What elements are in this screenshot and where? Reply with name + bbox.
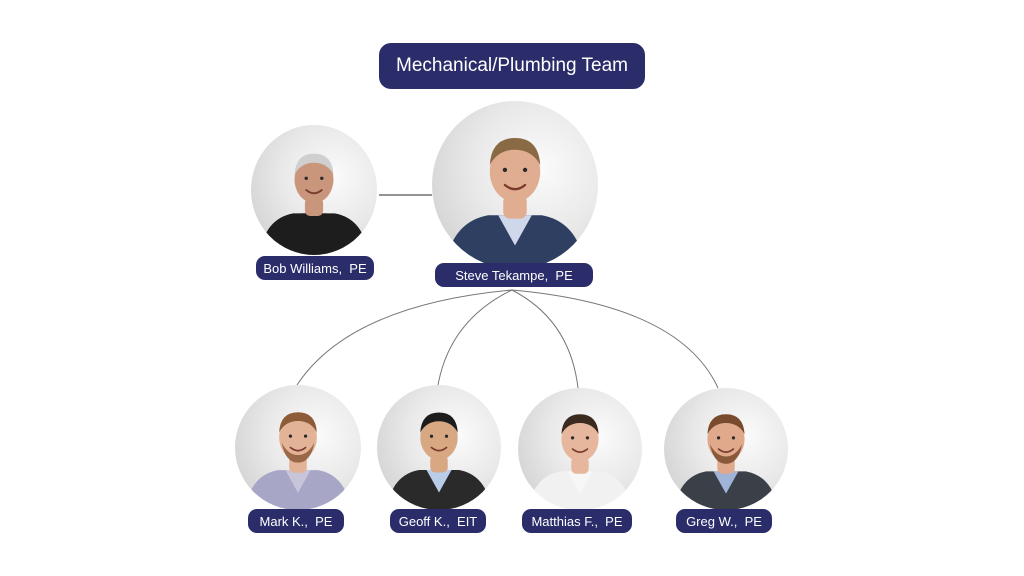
- right-eye: [731, 436, 736, 440]
- hair: [279, 412, 317, 433]
- right-eye: [585, 436, 590, 440]
- person-silhouette: [386, 412, 492, 510]
- person-silhouette: [444, 137, 586, 269]
- left-eye: [716, 436, 721, 440]
- collar: [426, 470, 452, 493]
- branch-line-geoff: [437, 289, 513, 386]
- portrait-photo: [432, 101, 598, 269]
- head: [707, 416, 745, 462]
- hair: [707, 414, 745, 435]
- smile: [305, 189, 323, 195]
- collar: [713, 471, 739, 494]
- name-label: Greg W., PE: [676, 509, 772, 533]
- person-silhouette: [674, 414, 778, 510]
- collar: [567, 471, 593, 494]
- right-eye: [320, 176, 324, 180]
- smile: [571, 448, 589, 453]
- team-title: Mechanical/Plumbing Team: [379, 43, 645, 89]
- right-eye: [444, 434, 449, 438]
- portrait-photo: [235, 385, 361, 510]
- portrait-photo: [377, 385, 501, 510]
- smile: [717, 448, 735, 453]
- beard: [709, 444, 743, 464]
- person-silhouette: [528, 414, 632, 510]
- head: [489, 141, 541, 202]
- left-eye: [502, 167, 508, 173]
- smile: [430, 446, 448, 452]
- portrait-photo: [518, 388, 642, 510]
- right-eye: [303, 434, 308, 438]
- portrait-photo: [664, 388, 788, 510]
- name-label: Bob Williams, PE: [256, 256, 374, 280]
- head: [420, 415, 458, 460]
- branch-line-mark: [296, 289, 513, 386]
- branch-line-matthias: [511, 289, 579, 389]
- hair: [420, 412, 458, 433]
- smile: [503, 183, 527, 191]
- left-eye: [288, 434, 293, 438]
- head: [561, 416, 599, 462]
- beard: [281, 442, 315, 463]
- collar: [498, 215, 532, 246]
- head: [294, 156, 334, 203]
- collar: [285, 470, 311, 493]
- hair: [294, 153, 334, 175]
- head: [279, 414, 317, 461]
- left-eye: [570, 436, 575, 440]
- hair: [489, 137, 541, 165]
- left-eye: [429, 434, 434, 438]
- name-label: Matthias F., PE: [522, 509, 632, 533]
- portrait-photo: [251, 125, 377, 255]
- smile: [289, 446, 307, 452]
- hair: [561, 414, 599, 435]
- person-silhouette: [259, 153, 369, 255]
- name-label: Mark K., PE: [248, 509, 344, 533]
- branch-line-greg: [511, 289, 719, 389]
- person-silhouette: [245, 412, 351, 510]
- left-eye: [304, 176, 308, 180]
- right-eye: [522, 167, 528, 173]
- name-label: Steve Tekampe, PE: [435, 263, 593, 287]
- collar: [301, 213, 327, 237]
- name-label: Geoff K., EIT: [390, 509, 486, 533]
